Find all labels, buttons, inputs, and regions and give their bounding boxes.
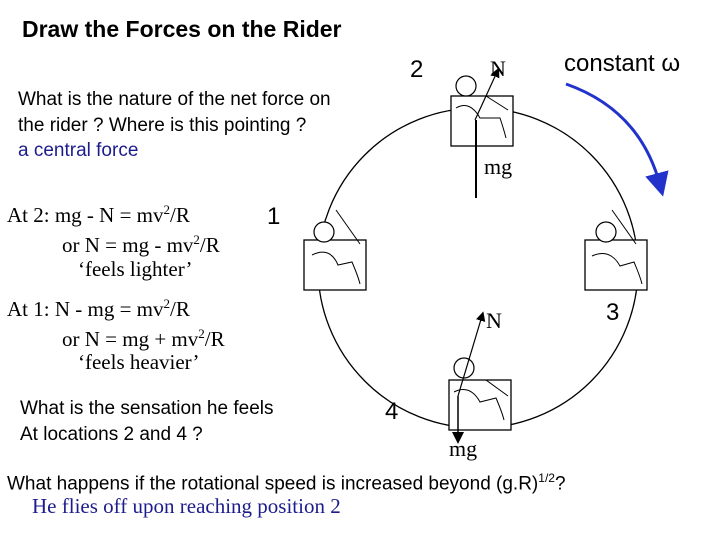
- at1-equation: At 1: N - mg = mv2/R: [7, 296, 190, 321]
- at2-rearranged: or N = mg - mv2/R: [62, 232, 220, 257]
- question-net-force-line2: the rider ? Where is this pointing ?: [18, 115, 307, 136]
- rider-position-4: [448, 357, 512, 431]
- force-label-bottom-n: N: [486, 308, 502, 333]
- rider-position-1: [303, 209, 367, 291]
- question-speed-increase: What happens if the rotational speed is …: [7, 471, 566, 495]
- at2-equation: At 2: mg - N = mv2/R: [7, 202, 190, 227]
- force-label-bottom-mg: mg: [449, 436, 478, 461]
- constant-omega-label: constant ω: [564, 50, 681, 77]
- force-label-top-n: N: [490, 56, 506, 81]
- answer-flies-off: He flies off upon reaching position 2: [32, 494, 341, 518]
- page-title: Draw the Forces on the Rider: [22, 16, 342, 42]
- question-sensation-line1: What is the sensation he feels: [20, 398, 274, 419]
- position-label-3: 3: [606, 299, 620, 326]
- at1-feels-heavier: ‘feels heavier’: [78, 350, 200, 374]
- at1-rearranged: or N = mg + mv2/R: [62, 326, 225, 351]
- position-label-2: 2: [410, 56, 424, 83]
- position-label-1: 1: [267, 203, 281, 230]
- rider-position-3: [584, 209, 648, 291]
- answer-central-force: a central force: [18, 140, 139, 161]
- rider-position-2: [450, 75, 514, 147]
- bottom-normal-arrow: [457, 311, 486, 397]
- position-label-4: 4: [385, 398, 399, 425]
- top-normal-arrow: [474, 67, 500, 121]
- at2-feels-lighter: ‘feels lighter’: [78, 257, 193, 281]
- question-sensation-line2: At locations 2 and 4 ?: [20, 424, 203, 445]
- rotation-arrow: [565, 82, 669, 197]
- force-label-top-mg: mg: [484, 154, 513, 179]
- question-net-force-line1: What is the nature of the net force on: [18, 89, 331, 110]
